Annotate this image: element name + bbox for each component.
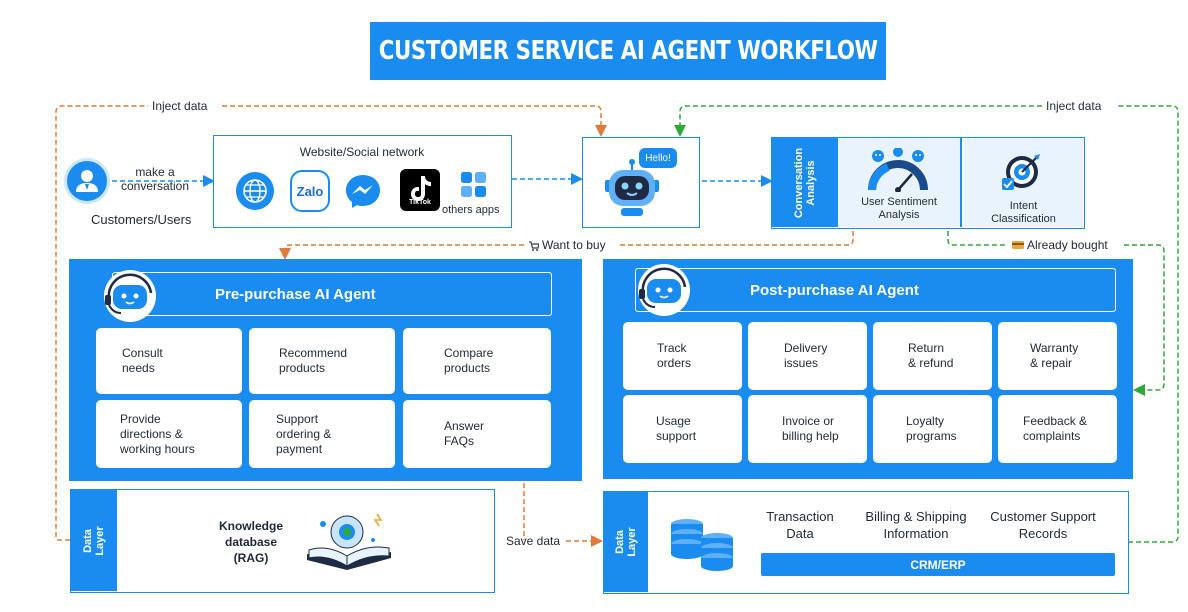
hello-text: Hello! <box>645 152 671 164</box>
customer-support-records-label: Customer Support Records <box>990 509 1096 541</box>
transaction-data-label: Transaction Data <box>766 509 834 541</box>
intent-classification-panel: Intent Classification <box>964 138 1083 227</box>
apps-grid-icon[interactable] <box>461 172 487 198</box>
sentiment-analysis-panel: User Sentiment Analysis <box>838 138 962 227</box>
post-card-invoice-billing: Invoice or billing help <box>748 395 867 463</box>
page-title: CUSTOMER SERVICE AI AGENT WORKFLOW <box>378 36 878 66</box>
post-card-warranty-repair: Warranty & repair <box>998 322 1117 390</box>
intent-classification-label: Intent Classification <box>991 200 1056 225</box>
post-card-delivery-issues: Delivery issues <box>748 322 867 390</box>
left-data-layer-label: Data Layer <box>82 525 106 556</box>
pre-card-support-ordering: Support ordering & payment <box>249 400 395 468</box>
pre-card-consult-needs: Consult needs <box>96 328 242 394</box>
globe-icon[interactable] <box>236 172 274 210</box>
post-purchase-agent-header: Post-purchase AI Agent <box>635 268 1116 312</box>
post-card-feedback-complaints: Feedback & complaints <box>998 395 1117 463</box>
pre-agent-robot-icon <box>99 269 161 323</box>
crm-erp-label: CRM/ERP <box>910 557 966 572</box>
post-card-loyalty-programs: Loyalty programs <box>873 395 992 463</box>
pre-card-directions-hours: Provide directions & working hours <box>96 400 242 468</box>
hello-speech-bubble: Hello! <box>639 148 677 168</box>
knowledge-database-label: Knowledge database (RAG) <box>218 519 283 565</box>
right-data-layer-box: Data Layer Transaction Data Billing & Sh… <box>603 491 1129 594</box>
others-apps-label: others apps <box>442 204 500 216</box>
want-to-buy-label: Want to buy <box>542 238 606 252</box>
post-card-return-refund: Return & refund <box>873 322 992 390</box>
pre-card-recommend-products: Recommend products <box>249 328 395 394</box>
zalo-label: Zalo <box>296 183 324 199</box>
already-bought-label: Already bought <box>1027 238 1108 252</box>
knowledge-book-icon <box>303 510 395 576</box>
inject-data-right-label: Inject data <box>1046 99 1102 113</box>
right-data-layer-strip: Data Layer <box>604 492 648 592</box>
pre-card-compare-products: Compare products <box>403 328 551 394</box>
cart-icon <box>529 240 539 251</box>
left-data-layer-strip: Data Layer <box>71 490 117 591</box>
right-data-layer-label: Data Layer <box>614 527 638 557</box>
make-conversation-label: make a conversation <box>120 165 190 193</box>
chatbot-box: Hello! <box>582 137 700 228</box>
post-agent-robot-icon <box>633 263 695 317</box>
tiktok-icon[interactable]: TikTok <box>400 169 440 211</box>
conversation-analysis-box: Conversation Analysis User Sentiment Ana… <box>771 137 1085 229</box>
sentiment-analysis-label: User Sentiment Analysis <box>861 196 937 221</box>
post-purchase-agent-panel: Post-purchase AI Agent Track orders Deli… <box>603 259 1133 479</box>
post-purchase-agent-title: Post-purchase AI Agent <box>750 281 919 299</box>
conversation-analysis-strip: Conversation Analysis <box>772 138 838 227</box>
robot-icon <box>601 152 677 218</box>
left-data-layer-box: Data Layer Knowledge database (RAG) <box>70 489 495 593</box>
database-icon <box>669 516 737 572</box>
inject-data-left-label: Inject data <box>152 99 208 113</box>
pre-card-answer-faqs: Answer FAQs <box>403 400 551 468</box>
save-data-label: Save data <box>506 534 561 548</box>
post-card-usage-support: Usage support <box>623 395 742 463</box>
tiktok-label: TikTok <box>409 199 431 206</box>
user-icon <box>64 158 110 204</box>
title-banner: CUSTOMER SERVICE AI AGENT WORKFLOW <box>370 22 886 80</box>
channels-box: Website/Social network Zalo TikTok <box>213 135 512 228</box>
post-card-track-orders: Track orders <box>623 322 742 390</box>
pre-purchase-agent-title: Pre-purchase AI Agent <box>215 285 376 303</box>
billing-shipping-label: Billing & Shipping Information <box>865 509 967 541</box>
crm-erp-bar: CRM/ERP <box>761 553 1115 576</box>
customer-label: Customers/Users <box>91 212 192 227</box>
channels-title: Website/Social network <box>299 145 425 159</box>
target-icon <box>998 152 1044 196</box>
already-bought-label-group: Already bought <box>1012 238 1108 252</box>
pre-purchase-agent-panel: Pre-purchase AI Agent Consult needs Reco… <box>69 259 582 481</box>
messenger-icon[interactable] <box>344 172 382 210</box>
conversation-analysis-label: Conversation Analysis <box>793 147 817 218</box>
zalo-icon[interactable]: Zalo <box>290 170 330 212</box>
sentiment-gauge-icon <box>864 148 932 192</box>
card-icon <box>1012 241 1024 249</box>
want-to-buy-label-group: Want to buy <box>528 238 606 252</box>
pre-purchase-agent-header: Pre-purchase AI Agent <box>112 272 552 316</box>
